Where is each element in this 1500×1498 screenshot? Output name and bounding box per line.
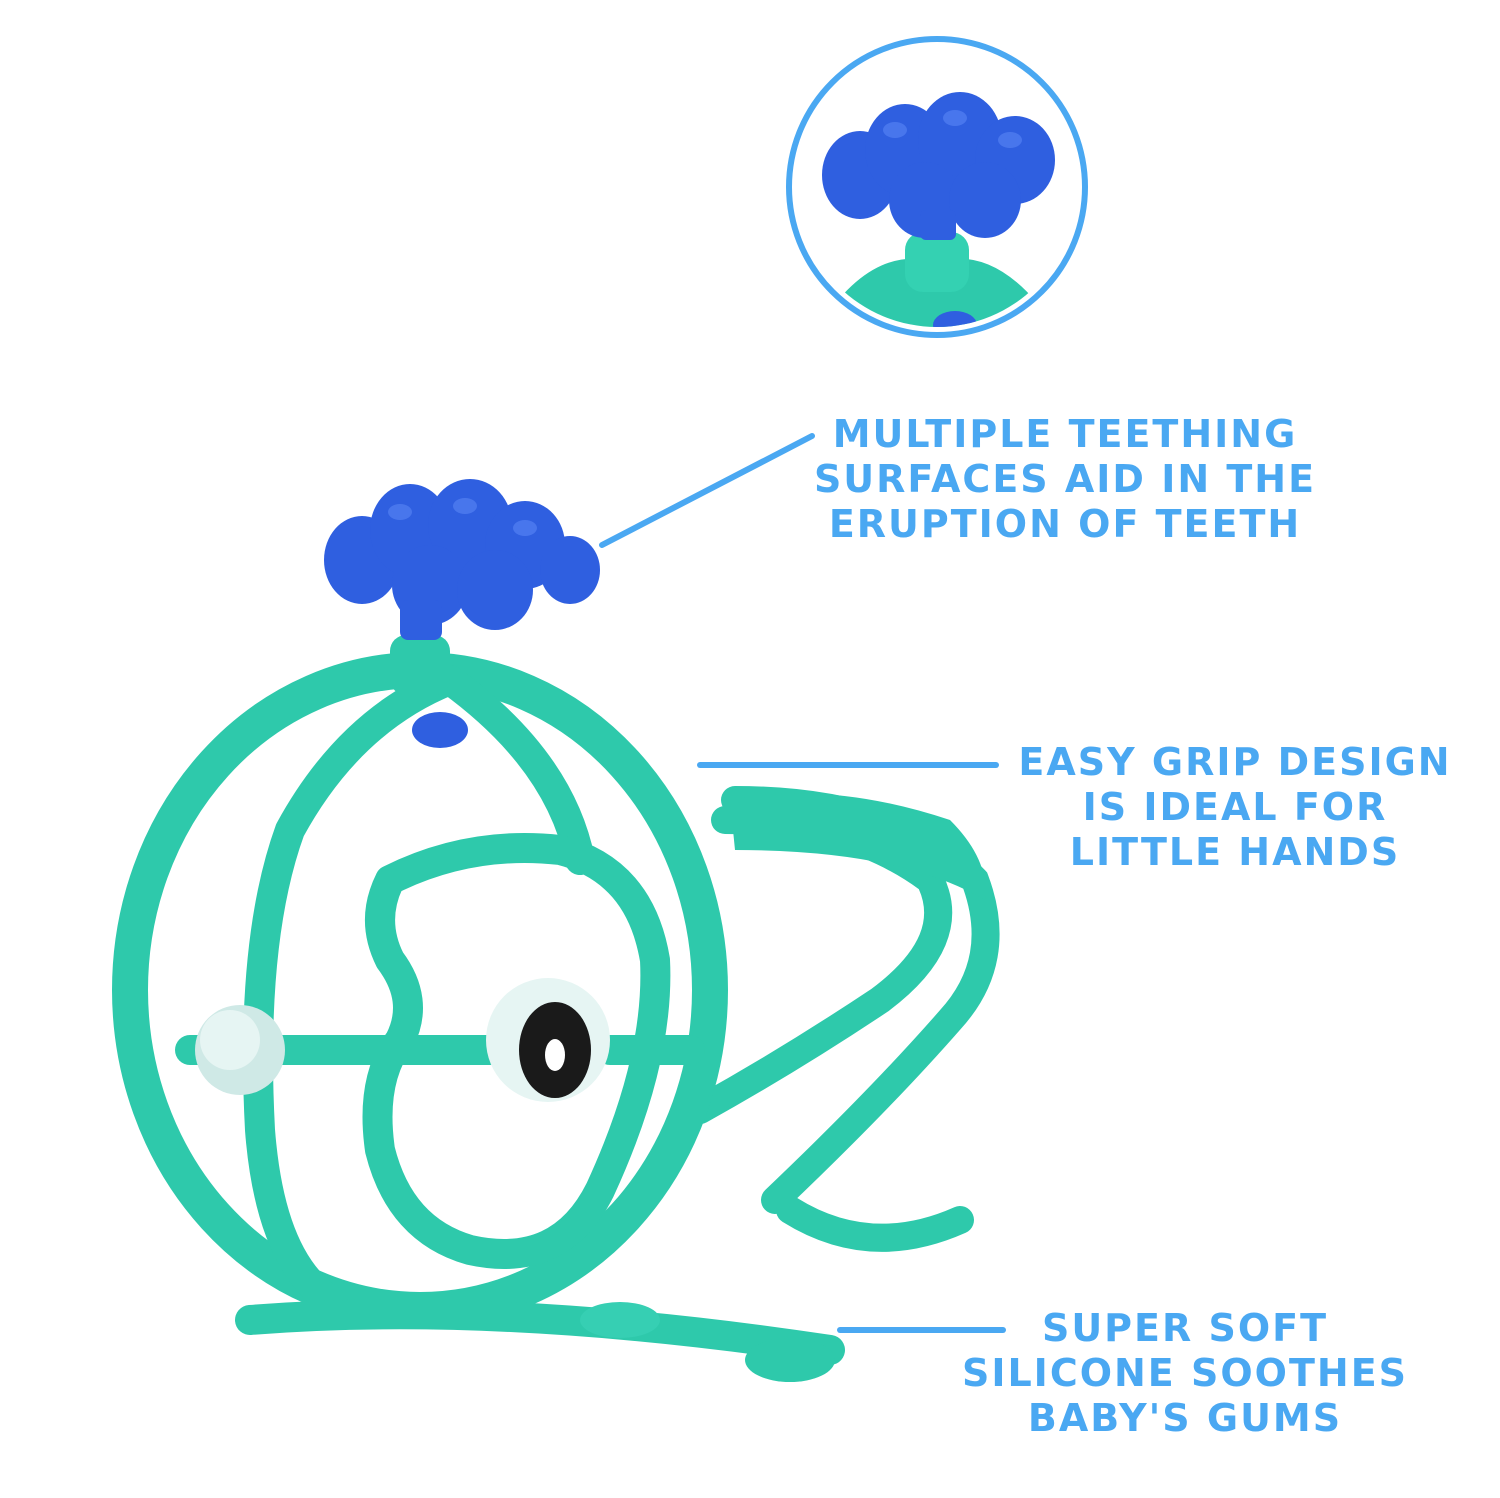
callout-line-teething [599,433,815,548]
teething-surface-zoom-circle [786,36,1088,338]
feature-easy-grip: EASY GRIP DESIGN IS IDEAL FOR LITTLE HAN… [1000,740,1470,875]
whale-teether-image [112,479,1000,1382]
callout-lines [599,433,1006,1333]
feature-line: LITTLE HANDS [1069,830,1401,874]
feature-soft-silicone: SUPER SOFT SILICONE SOOTHES BABY'S GUMS [945,1306,1425,1441]
feature-teething-surfaces: MULTIPLE TEETHING SURFACES AID IN THE ER… [800,412,1330,547]
feature-line: BABY'S GUMS [1027,1396,1343,1440]
feature-line: EASY GRIP DESIGN [1018,740,1452,784]
feature-line: IS IDEAL FOR [1082,785,1388,829]
feature-line: ERUPTION OF TEETH [828,502,1302,546]
feature-line: MULTIPLE TEETHING [832,412,1298,456]
feature-line: SILICONE SOOTHES [961,1351,1409,1395]
feature-line: SUPER SOFT [1041,1306,1329,1350]
feature-line: SURFACES AID IN THE [813,457,1317,501]
